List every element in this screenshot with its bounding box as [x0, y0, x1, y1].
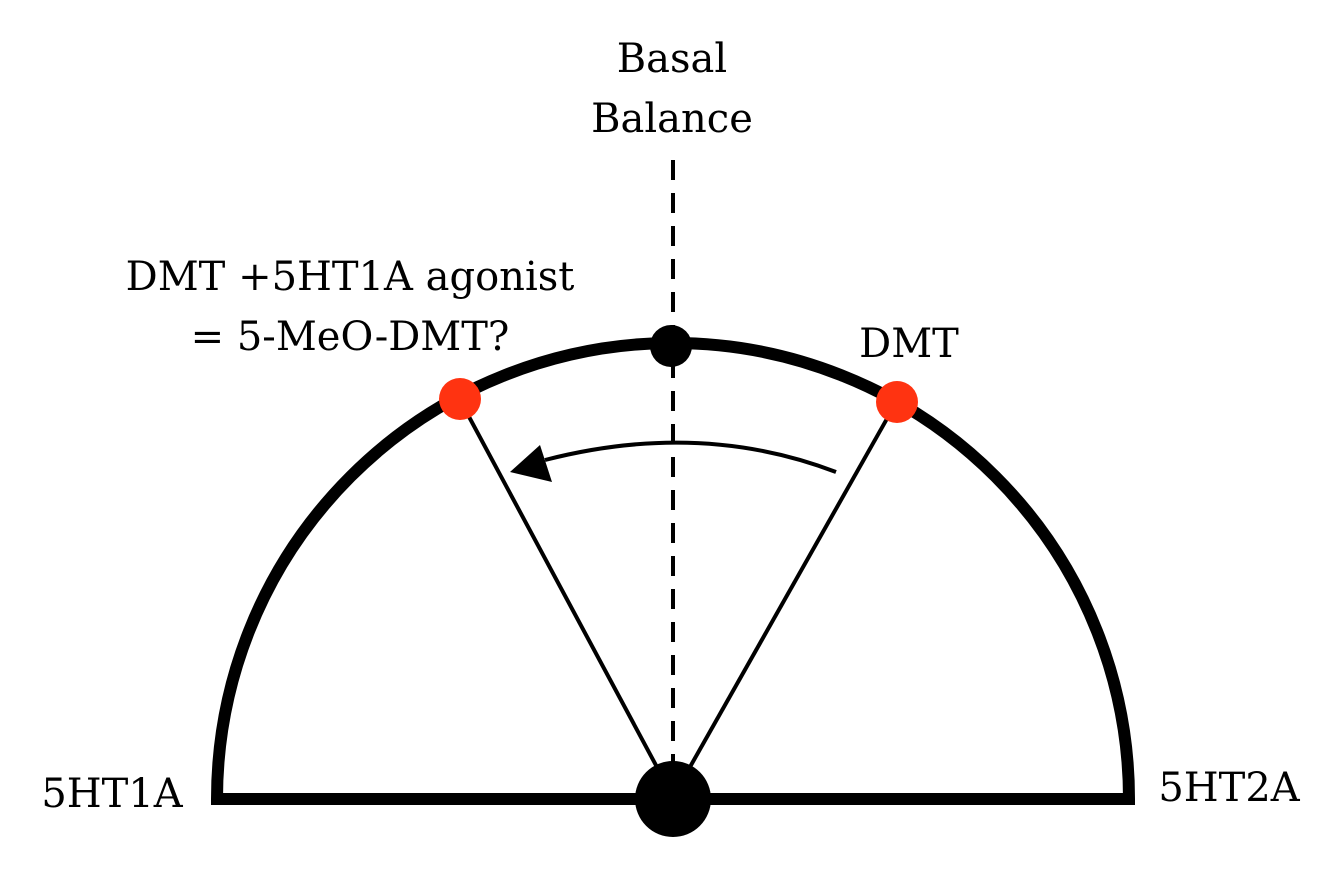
basal-balance-label-line2: Balance — [591, 96, 753, 142]
basal-balance-label-line1: Basal — [617, 36, 727, 82]
left-radius-line — [458, 399, 675, 798]
combo-label-line2: = 5-MeO-DMT? — [191, 314, 510, 360]
combo-marker-dot — [439, 378, 481, 420]
right-end-label: 5HT2A — [1158, 765, 1300, 811]
shift-arrow-curve — [544, 440, 837, 474]
combo-label-line1: DMT +5HT1A agonist — [126, 254, 575, 300]
pivot-point — [635, 761, 711, 837]
dmt-label: DMT — [859, 321, 959, 367]
shift-arrow-head — [510, 445, 552, 482]
basal-balance-point — [650, 325, 692, 367]
dmt-marker-dot — [876, 381, 918, 423]
left-end-label: 5HT1A — [41, 771, 183, 817]
right-radius-line — [671, 400, 899, 798]
